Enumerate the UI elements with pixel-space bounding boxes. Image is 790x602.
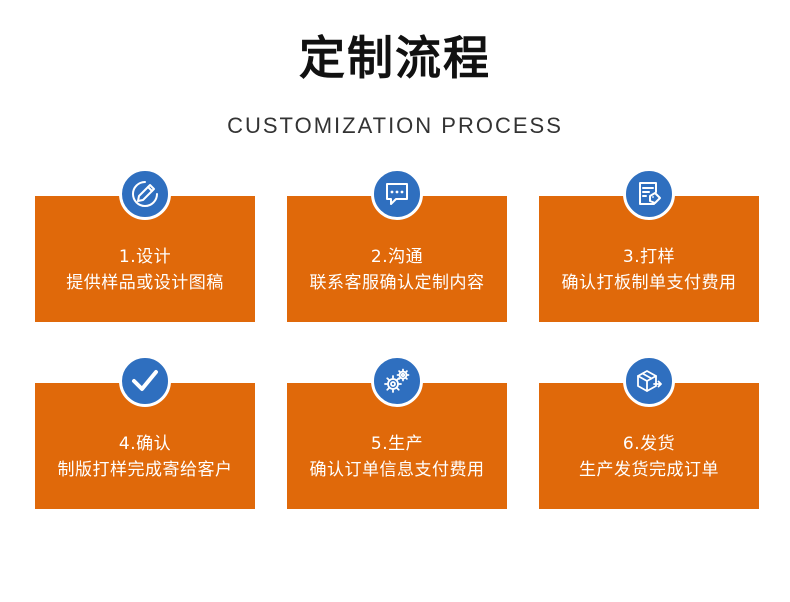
step-description: 确认打板制单支付费用: [561, 273, 737, 293]
page-title: 定制流程: [299, 31, 491, 85]
step-description: 提供样品或设计图稿: [66, 273, 224, 293]
chat-bubble-icon: [386, 183, 408, 205]
step-label: 2.沟通: [370, 247, 424, 267]
step-label: 4.确认: [118, 434, 172, 454]
document-tag-icon: [639, 182, 661, 205]
step-badge: [371, 168, 423, 220]
step-card-design: 1.设计 提供样品或设计图稿: [35, 168, 255, 322]
step-label: 1.设计: [118, 247, 172, 267]
step-description: 联系客服确认定制内容: [309, 273, 485, 293]
step-card-shipping: 6.发货 生产发货完成订单: [539, 355, 759, 509]
checkmark-icon: [132, 370, 158, 391]
pencil-icon: [132, 181, 158, 207]
step-card-communicate: 2.沟通 联系客服确认定制内容: [287, 168, 507, 322]
step-card-production: 5.生产 确认订单信息支付费用: [287, 355, 507, 509]
shipping-box-icon: [637, 370, 662, 392]
step-badge: [119, 168, 171, 220]
step-label: 6.发货: [622, 434, 676, 454]
page-subtitle: CUSTOMIZATION PROCESS: [227, 113, 563, 138]
step-badge: [623, 355, 675, 407]
step-badge: [119, 355, 171, 407]
step-label: 3.打样: [622, 247, 676, 267]
step-card-confirm: 4.确认 制版打样完成寄给客户: [35, 355, 255, 509]
step-label: 5.生产: [370, 434, 424, 454]
step-badge: [371, 355, 423, 407]
step-description: 生产发货完成订单: [579, 460, 719, 480]
gears-icon: [384, 368, 410, 393]
step-card-sample: 3.打样 确认打板制单支付费用: [539, 168, 759, 322]
step-description: 确认订单信息支付费用: [309, 460, 485, 480]
step-description: 制版打样完成寄给客户: [57, 460, 233, 480]
step-badge: [623, 168, 675, 220]
